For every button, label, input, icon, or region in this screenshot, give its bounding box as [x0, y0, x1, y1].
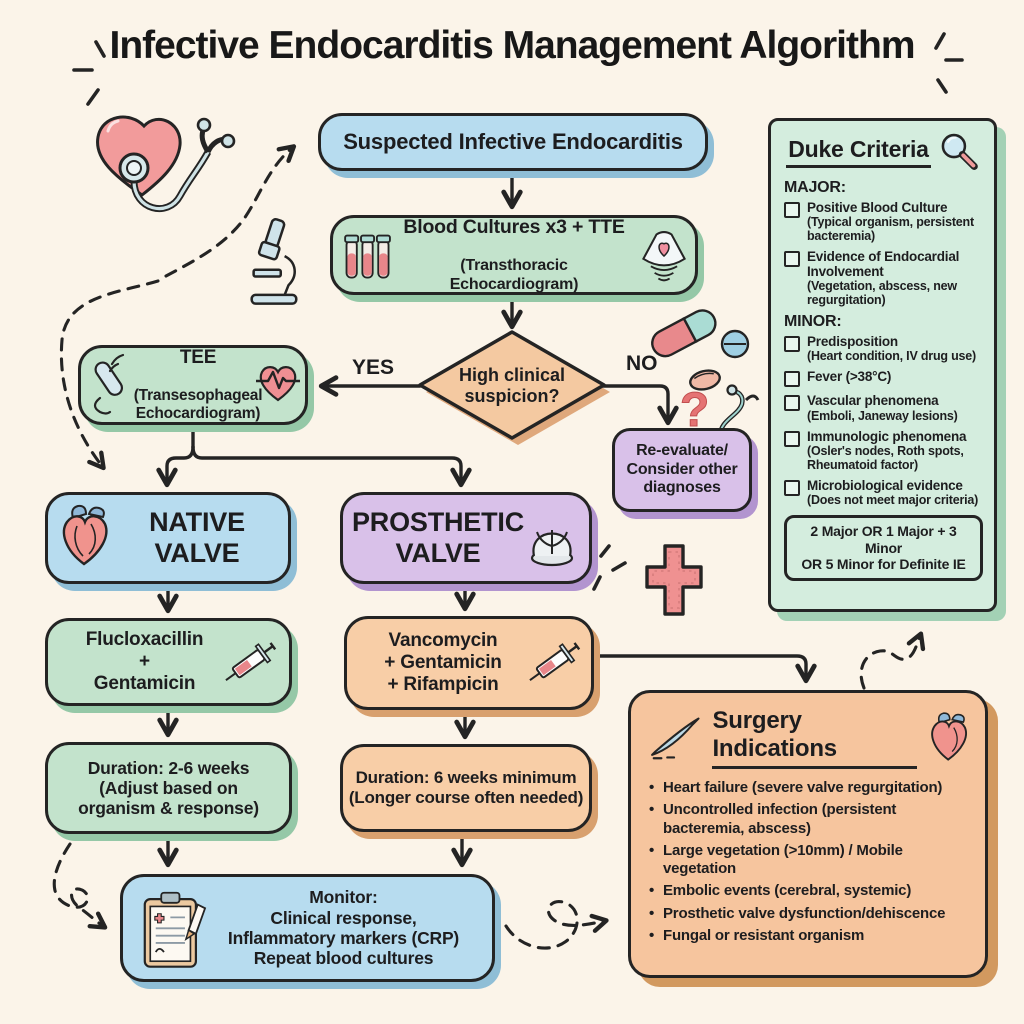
page-title: Infective Endocarditis Management Algori…	[109, 24, 915, 67]
syringe-icon	[529, 642, 581, 682]
native-heart-icon	[62, 504, 108, 566]
syringe-icon	[225, 642, 277, 682]
blood-test-tubes-icon	[344, 234, 391, 279]
duke-minor-item: Immunologic phenomena (Osler's nodes, Ro…	[784, 429, 983, 472]
duke-summary: 2 Major OR 1 Major + 3 Minor OR 5 Minor …	[784, 514, 983, 582]
monitor-label: Monitor: Clinical response, Inflammatory…	[227, 887, 460, 969]
duke-minor-item: Microbiological evidence (Does not meet …	[784, 478, 983, 507]
prosthetic-valve-label: PROSTHETIC VALVE	[351, 506, 524, 568]
surgery-bullet: Fungal or resistant organism	[647, 927, 971, 946]
microscope-icon	[250, 218, 298, 305]
duke-major-label: MAJOR:	[784, 179, 846, 196]
duke-title: Duke Criteria	[786, 136, 931, 168]
checkbox-icon	[784, 371, 800, 388]
pills-icon	[651, 309, 750, 391]
surgery-bullet: Uncontrolled infection (persistent bacte…	[647, 801, 971, 838]
reevaluate-box: Re-evaluate/ Consider other diagnoses	[612, 428, 752, 512]
prosthetic-valve-box: PROSTHETIC VALVE	[340, 492, 592, 584]
checkbox-icon	[784, 430, 800, 447]
ultrasound-icon	[642, 231, 686, 282]
native-duration-label: Duration: 2-6 weeks (Adjust based on org…	[78, 757, 259, 819]
blood-cultures-label: Blood Cultures x3 + TTE	[403, 215, 625, 238]
prosthetic-duration-box: Duration: 6 weeks minimum (Longer course…	[340, 744, 592, 832]
surgery-bullet-list: Heart failure (severe valve regurgitatio…	[647, 779, 971, 946]
sparkle-decorations	[72, 32, 964, 591]
duke-minor-item: Vascular phenomena (Emboli, Janeway lesi…	[784, 393, 983, 423]
native-duration-box: Duration: 2-6 weeks (Adjust based on org…	[45, 742, 292, 834]
duke-major-item: Evidence of Endocardial Involvement (Veg…	[784, 249, 983, 307]
native-antibiotics-label: Flucloxacillin + Gentamicin	[85, 628, 204, 695]
clipboard-icon	[143, 891, 207, 968]
decision-label: High clinical suspicion?	[458, 365, 566, 406]
no-label: NO	[626, 352, 658, 375]
heart-stethoscope-icon	[96, 115, 236, 213]
native-valve-label: NATIVE VALVE	[149, 506, 245, 568]
checkbox-icon	[784, 479, 800, 496]
reevaluate-label: Re-evaluate/ Consider other diagnoses	[626, 442, 738, 497]
prosthetic-duration-label: Duration: 6 weeks minimum (Longer course…	[348, 768, 584, 807]
suspected-ie-label: Suspected Infective Endocarditis	[343, 129, 683, 155]
blood-cultures-sublabel: (Transthoracic Echocardiogram)	[449, 257, 579, 293]
duke-major-item: Positive Blood Culture (Typical organism…	[784, 200, 983, 243]
duke-criteria-panel: Duke Criteria MAJOR: Positive Blood Cult…	[768, 118, 997, 612]
checkbox-icon	[784, 395, 800, 412]
surgery-bullet: Embolic events (cerebral, systemic)	[647, 882, 971, 901]
prosthetic-antibiotics-label: Vancomycin + Gentamicin + Rifampicin	[384, 629, 502, 696]
tee-sublabel: (Transesophageal Echocardiogram)	[133, 387, 263, 423]
surgery-bullet: Prosthetic valve dysfunction/dehiscence	[647, 905, 971, 924]
decision-diamond	[418, 330, 606, 440]
surgery-bullet: Heart failure (severe valve regurgitatio…	[647, 779, 971, 798]
native-valve-box: NATIVE VALVE	[45, 492, 291, 584]
yes-label: YES	[352, 356, 395, 379]
blood-cultures-box: Blood Cultures x3 + TTE (Transthoracic E…	[330, 215, 698, 295]
duke-minor-label: MINOR:	[784, 313, 842, 331]
magnifier-icon	[941, 133, 978, 170]
checkbox-icon	[784, 202, 800, 218]
duke-minor-item: Fever (>38°C)	[784, 369, 983, 388]
suspected-ie-box: Suspected Infective Endocarditis	[318, 113, 708, 171]
scalpel-icon	[651, 717, 700, 760]
checkbox-icon	[784, 251, 800, 268]
tee-label: TEE	[179, 346, 217, 368]
surgery-title: Surgery Indications	[712, 707, 917, 769]
tee-probe-icon	[93, 353, 125, 415]
surgery-indications-panel: Surgery Indications Heart failure (sever…	[628, 690, 988, 978]
surgery-bullet: Large vegetation (>10mm) / Mobile vegeta…	[647, 842, 971, 879]
checkbox-icon	[784, 336, 800, 353]
duke-minor-item: Predisposition (Heart condition, IV drug…	[784, 334, 983, 363]
prosthetic-valve-icon	[530, 530, 574, 567]
medical-cross-icon	[645, 544, 703, 616]
surgery-heart-icon	[930, 712, 967, 761]
heart-ecg-icon	[256, 366, 300, 402]
